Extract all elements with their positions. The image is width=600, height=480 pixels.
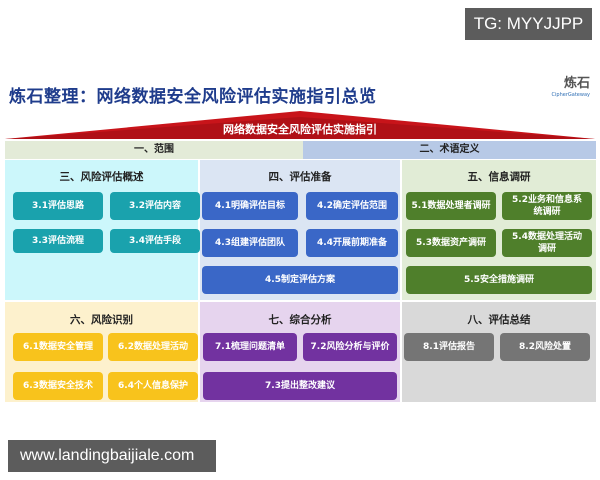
item-3-3[interactable]: 3.3评估流程 — [13, 229, 103, 253]
section-title: 三、风险评估概述 — [59, 171, 144, 183]
item-5-2[interactable]: 5.2业务和信息系统调研 — [502, 192, 592, 220]
section-assessment-prep: 四、评估准备 4.1明确评估目标 4.2确定评估范围 4.3组建评估团队 4.4… — [200, 160, 400, 300]
item-6-2[interactable]: 6.2数据处理活动 — [108, 333, 198, 361]
item-4-5[interactable]: 4.5制定评估方案 — [202, 266, 398, 294]
section-risk-identification: 六、风险识别 6.1数据安全管理 6.2数据处理活动 6.3数据安全技术 6.4… — [5, 302, 198, 402]
section-assessment-summary: 八、评估总结 8.1评估报告 8.2风险处置 — [402, 302, 596, 402]
item-8-2[interactable]: 8.2风险处置 — [500, 333, 590, 361]
item-5-5[interactable]: 5.5安全措施调研 — [406, 266, 592, 294]
item-4-1[interactable]: 4.1明确评估目标 — [202, 192, 298, 220]
item-3-4[interactable]: 3.4评估手段 — [110, 229, 200, 253]
logo-subtext: CipherGateway — [551, 92, 590, 98]
section-title: 八、评估总结 — [467, 314, 531, 326]
item-3-2[interactable]: 3.2评估内容 — [110, 192, 200, 220]
section-comprehensive-analysis: 七、综合分析 7.1梳理问题清单 7.2风险分析与评价 7.3提出整改建议 — [200, 302, 400, 402]
section-info-research: 五、信息调研 5.1数据处理者调研 5.2业务和信息系统调研 5.3数据资产调研… — [402, 160, 596, 300]
item-6-3[interactable]: 6.3数据安全技术 — [13, 372, 103, 400]
item-4-4[interactable]: 4.4开展前期准备 — [306, 229, 398, 257]
item-3-1[interactable]: 3.1评估思路 — [13, 192, 103, 220]
section-title: 六、风险识别 — [70, 314, 133, 326]
section-risk-overview: 三、风险评估概述 3.1评估思路 3.2评估内容 3.3评估流程 3.4评估手段 — [5, 160, 200, 300]
logo: 炼石 CipherGateway — [540, 76, 590, 99]
page-title: 炼石整理：网络数据安全风险评估实施指引总览 — [9, 87, 377, 107]
top-row: 一、范围 二、术语定义 — [5, 141, 596, 159]
logo-text: 炼石 — [563, 76, 590, 91]
item-4-3[interactable]: 4.3组建评估团队 — [202, 229, 298, 257]
section-title: 四、评估准备 — [268, 171, 332, 183]
section-scope: 一、范围 — [5, 141, 303, 159]
section-title: 七、综合分析 — [268, 314, 332, 326]
item-7-3[interactable]: 7.3提出整改建议 — [203, 372, 397, 400]
item-8-1[interactable]: 8.1评估报告 — [404, 333, 494, 361]
item-7-1[interactable]: 7.1梳理问题清单 — [203, 333, 297, 361]
watermark-tg: TG: MYYJJPP — [465, 8, 592, 40]
section-title: 五、信息调研 — [467, 171, 531, 183]
item-5-3[interactable]: 5.3数据资产调研 — [406, 229, 496, 257]
item-5-1[interactable]: 5.1数据处理者调研 — [406, 192, 496, 220]
roof-banner: 网络数据安全风险评估实施指引 — [5, 107, 595, 139]
section-terms: 二、术语定义 — [303, 141, 596, 159]
item-4-2[interactable]: 4.2确定评估范围 — [306, 192, 398, 220]
item-6-4[interactable]: 6.4个人信息保护 — [108, 372, 198, 400]
item-7-2[interactable]: 7.2风险分析与评价 — [303, 333, 397, 361]
item-5-4[interactable]: 5.4数据处理活动调研 — [502, 229, 592, 257]
roof-shape-icon — [5, 111, 595, 139]
watermark-site: www.landingbaijiale.com — [8, 440, 216, 472]
roof-label: 网络数据安全风险评估实施指引 — [223, 123, 377, 136]
item-6-1[interactable]: 6.1数据安全管理 — [13, 333, 103, 361]
